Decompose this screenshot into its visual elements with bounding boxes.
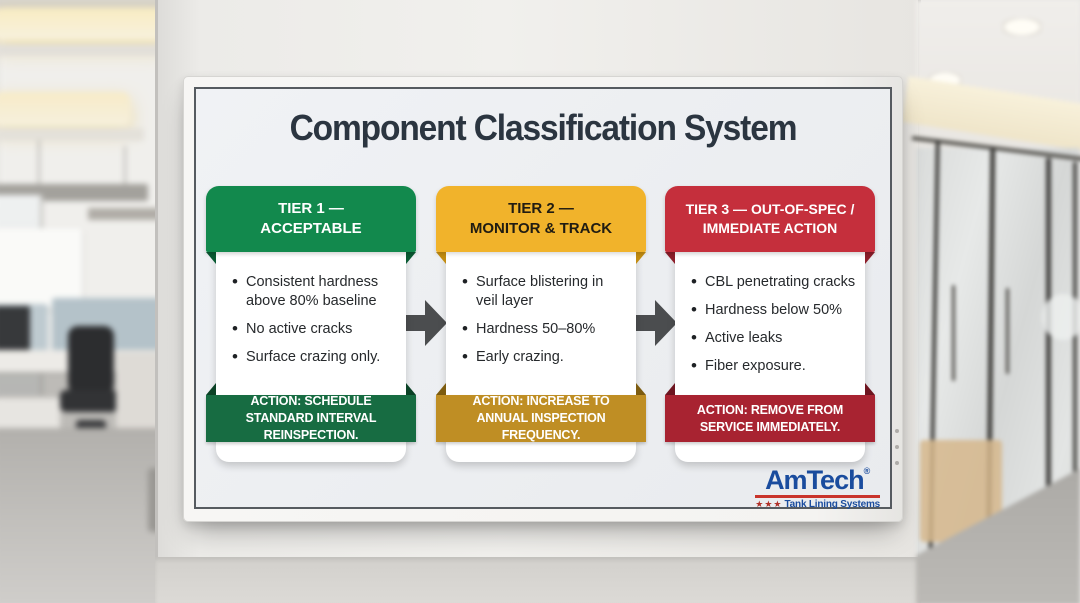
office-chair bbox=[60, 390, 118, 412]
ribbon-fold bbox=[636, 383, 646, 395]
ribbon-fold bbox=[665, 252, 675, 264]
tier-3-header-line2: IMMEDIATE ACTION bbox=[702, 220, 838, 236]
tier-2-bullet-list: Surface blistering in veil layer Hardnes… bbox=[446, 248, 636, 368]
ribbon-fold bbox=[206, 383, 216, 395]
amtech-logo: AmTech® ★★★Tank Lining Systems bbox=[755, 467, 880, 510]
pendant-wire bbox=[38, 140, 40, 186]
office-background-left bbox=[0, 0, 174, 603]
ribbon-fold bbox=[665, 383, 675, 395]
pendant-wire bbox=[124, 146, 126, 186]
tier-2-header-line2: MONITOR & TRACK bbox=[469, 220, 613, 237]
ribbon-fold bbox=[406, 252, 416, 264]
desk-monitor bbox=[0, 306, 30, 350]
stars-icon: ★★★ bbox=[755, 499, 783, 509]
bullet-item: Surface crazing only. bbox=[232, 346, 398, 368]
tier-2-card: TIER 2 — MONITOR & TRACK Surface blister… bbox=[436, 186, 646, 462]
ribbon-fold bbox=[865, 383, 875, 395]
ribbon-fold bbox=[406, 383, 416, 395]
tier-2-header: TIER 2 — MONITOR & TRACK bbox=[436, 186, 646, 252]
ceiling-step bbox=[0, 44, 174, 56]
ceiling-recess bbox=[0, 0, 174, 10]
recessed-light bbox=[1002, 18, 1042, 36]
bullet-item: No active cracks bbox=[232, 318, 398, 340]
monitor-button bbox=[895, 429, 899, 433]
glass-frame bbox=[1073, 162, 1077, 594]
ceiling-cove-light bbox=[0, 92, 130, 126]
logo-tagline: Tank Lining Systems bbox=[784, 499, 881, 510]
tier-3-header-line1: TIER 3 — OUT-OF-SPEC / bbox=[685, 201, 855, 218]
tier-3-action-banner: ACTION: REMOVE FROM SERVICE IMMEDIATELY. bbox=[665, 395, 875, 442]
chair-silhouette bbox=[1042, 294, 1080, 340]
wall-base-floor bbox=[155, 557, 921, 603]
tier-3-bullet-list: CBL penetrating cracks Hardness below 50… bbox=[675, 248, 865, 377]
bullet-item: Active leaks bbox=[691, 327, 857, 349]
door-handle bbox=[1006, 288, 1009, 374]
ribbon-fold bbox=[436, 383, 446, 395]
ceiling-cove-light bbox=[0, 8, 170, 40]
wall-whiteboard bbox=[0, 228, 82, 308]
tier-1-header-line2: ACCEPTABLE bbox=[260, 220, 362, 237]
tier-1-card: TIER 1 — ACCEPTABLE Consistent hardness … bbox=[206, 186, 416, 462]
tier-1-header-line1: TIER 1 — bbox=[278, 199, 344, 217]
pendant-light bbox=[88, 208, 172, 220]
tier-1-action-banner: ACTION: SCHEDULE STANDARD INTERVAL REINS… bbox=[206, 394, 416, 442]
tier-3-card: TIER 3 — OUT-OF-SPEC / IMMEDIATE ACTION … bbox=[665, 186, 875, 462]
tier-2-header-line1: TIER 2 — bbox=[508, 199, 574, 217]
office-chair bbox=[68, 326, 114, 394]
door-handle bbox=[952, 285, 955, 381]
logo-wordmark: AmTech bbox=[765, 465, 865, 495]
tier-2-action-banner: ACTION: INCREASE TO ANNUAL INSPECTION FR… bbox=[436, 394, 646, 442]
bullet-item: Consistent hardness above 80% baseline bbox=[232, 271, 398, 311]
ribbon-fold bbox=[636, 252, 646, 264]
registered-trademark-icon: ® bbox=[863, 466, 871, 476]
bullet-item: CBL penetrating cracks bbox=[691, 271, 857, 293]
tier-1-bullet-list: Consistent hardness above 80% baseline N… bbox=[216, 248, 406, 368]
bullet-item: Hardness below 50% bbox=[691, 299, 857, 321]
bullet-item: Fiber exposure. bbox=[691, 355, 857, 377]
ribbon-fold bbox=[865, 252, 875, 264]
glass-frame bbox=[1046, 158, 1051, 586]
bullet-item: Early crazing. bbox=[462, 346, 628, 368]
bullet-item: Hardness 50–80% bbox=[462, 318, 628, 340]
monitor-button bbox=[895, 445, 899, 449]
tier-1-header: TIER 1 — ACCEPTABLE bbox=[206, 186, 416, 252]
bullet-item: Surface blistering in veil layer bbox=[462, 271, 628, 311]
office-floor bbox=[0, 428, 174, 603]
monitor-button bbox=[895, 461, 899, 465]
ceiling-step bbox=[0, 128, 144, 141]
wall-display-board: Component Classification System TIER 1 —… bbox=[183, 76, 903, 522]
ribbon-fold bbox=[206, 252, 216, 264]
wall-corner-edge bbox=[155, 0, 158, 603]
infographic-panel: Component Classification System TIER 1 —… bbox=[194, 87, 892, 510]
logo-divider bbox=[755, 495, 880, 498]
ribbon-fold bbox=[436, 252, 446, 264]
page-title: Component Classification System bbox=[289, 107, 798, 148]
glass-corridor-background bbox=[901, 0, 1080, 603]
tier-3-header: TIER 3 — OUT-OF-SPEC / IMMEDIATE ACTION bbox=[665, 186, 875, 252]
